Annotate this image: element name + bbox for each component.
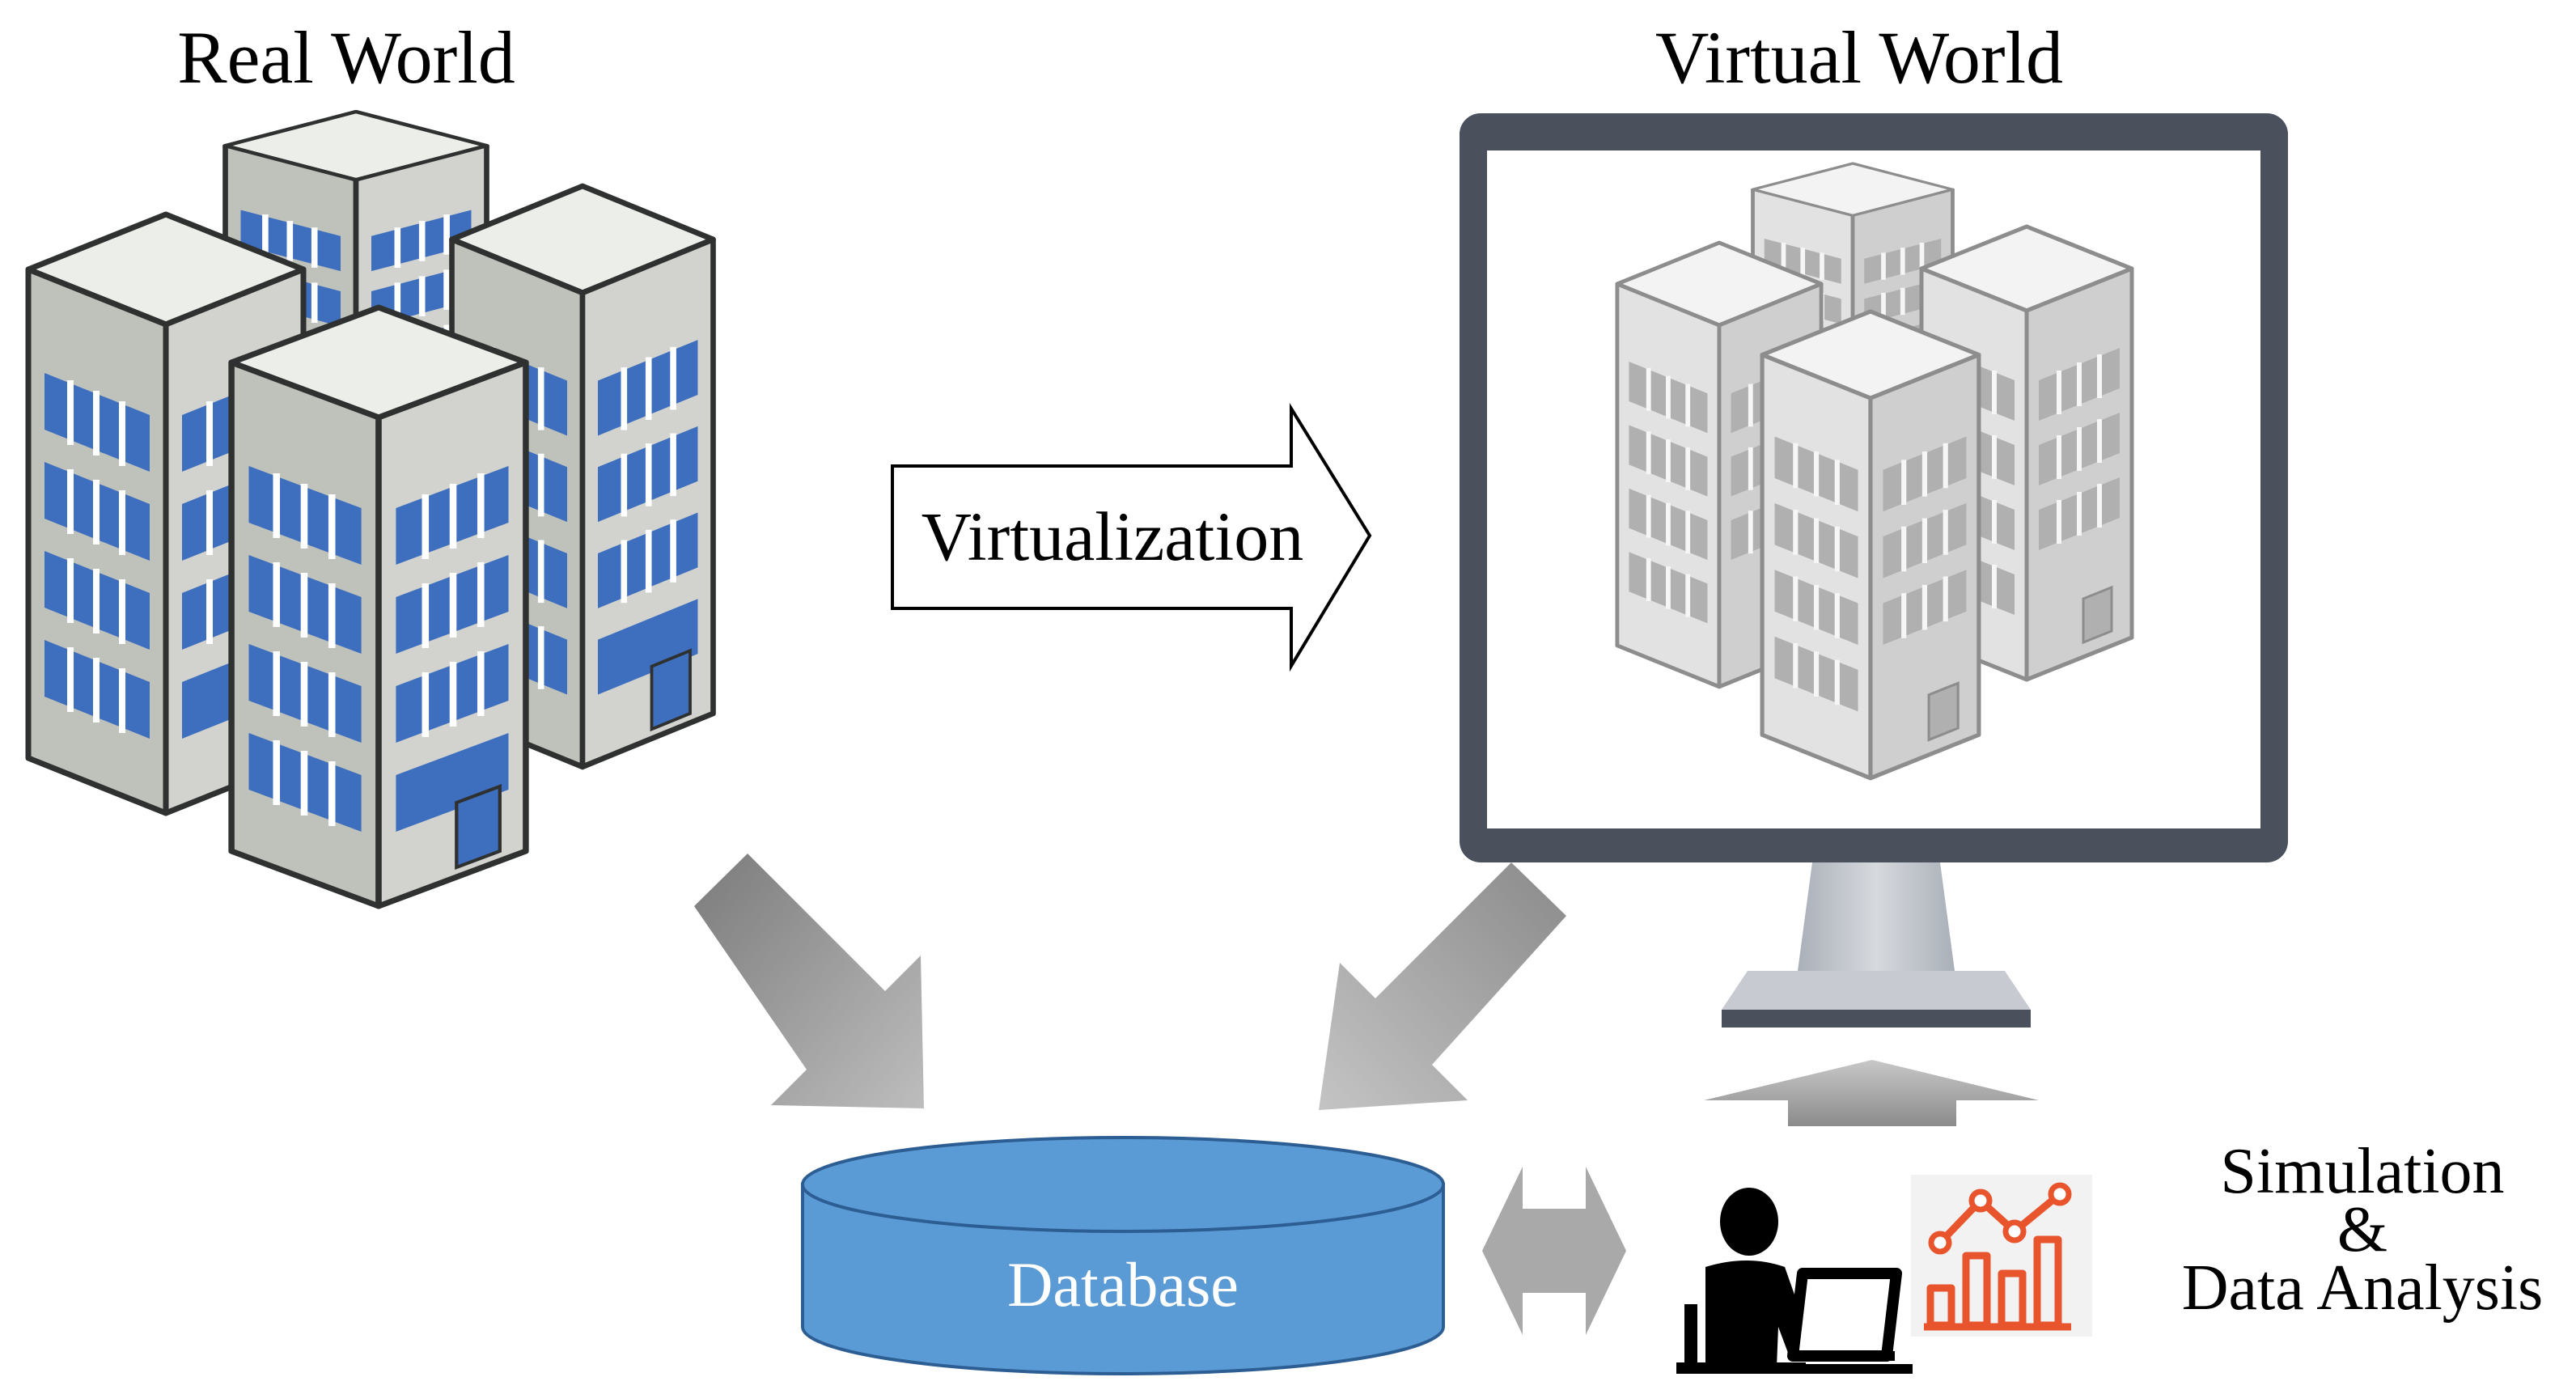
analyst-at-laptop-icon — [1676, 1188, 1913, 1374]
simulation-label-line1: Simulation — [2220, 1136, 2504, 1207]
bidirectional-arrow — [1482, 1167, 1626, 1335]
real-world-title: Real World — [177, 16, 515, 99]
simulation-label-line2: & — [2337, 1194, 2387, 1265]
simulation-label: Simulation & Data Analysis — [2182, 1136, 2544, 1324]
virtualization-label: Virtualization — [922, 498, 1303, 575]
bar-line-chart-icon — [1911, 1175, 2092, 1337]
database-label: Database — [1007, 1249, 1239, 1320]
simulation-label-line3: Data Analysis — [2182, 1252, 2544, 1324]
virtualization-arrow: Virtualization — [891, 402, 1372, 672]
real-buildings-icon — [28, 112, 714, 906]
simulation-to-monitor-arrow — [1704, 1060, 2039, 1126]
virtual-to-database-arrow — [1319, 862, 1566, 1110]
database-icon: Database — [801, 1136, 1445, 1375]
real-to-database-arrow — [694, 854, 924, 1108]
virtual-world-title: Virtual World — [1655, 16, 2063, 99]
